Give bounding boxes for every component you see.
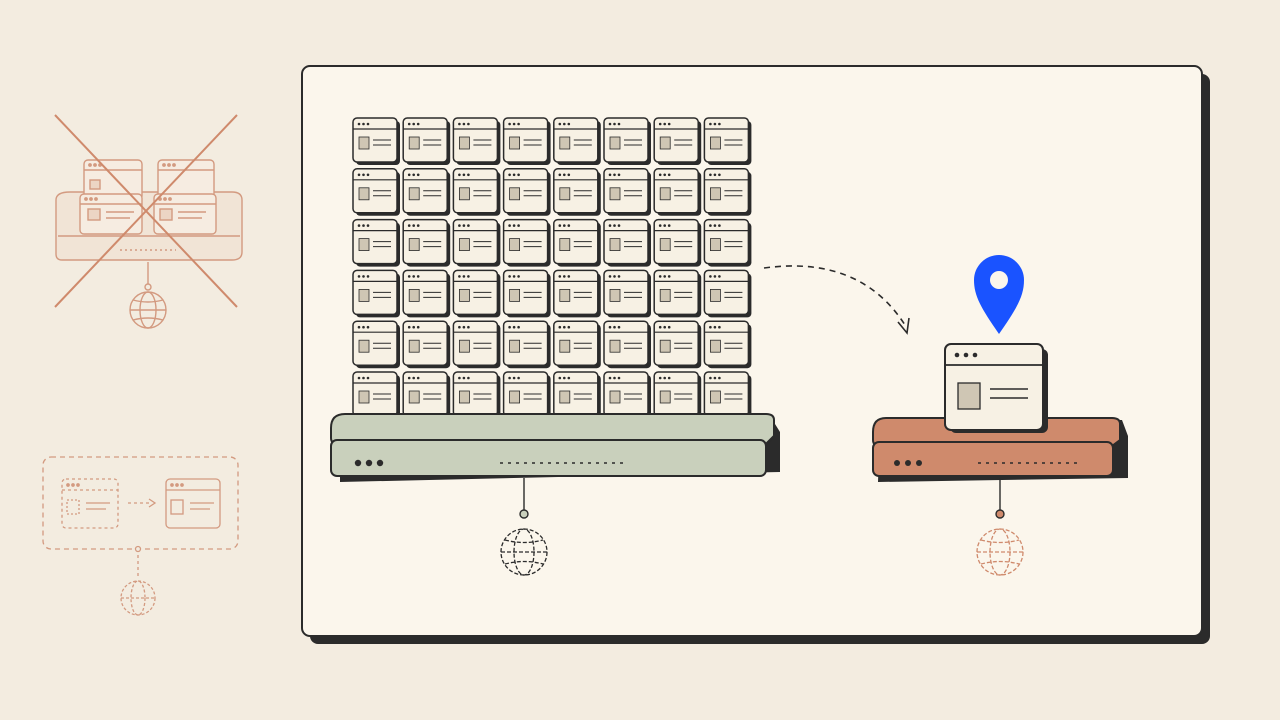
globe-icon (976, 528, 1024, 576)
site-window (452, 269, 501, 318)
crossed-out-shared-server-icon (54, 114, 243, 329)
site-migration-icon (42, 456, 239, 616)
site-window (703, 320, 752, 369)
globe-icon (120, 580, 156, 616)
site-window (553, 269, 601, 318)
server-status-lights (894, 460, 922, 466)
faded-window (79, 193, 143, 235)
site-window (502, 168, 551, 216)
site-window (402, 371, 451, 419)
site-window (502, 269, 551, 318)
site-window (603, 371, 651, 419)
site-window (352, 269, 400, 318)
site-window (553, 218, 601, 267)
globe-icon (500, 528, 548, 576)
site-window (352, 371, 400, 419)
site-window (402, 218, 451, 267)
site-window (603, 218, 651, 267)
dedicated-site-window (944, 343, 1048, 433)
site-window (502, 117, 551, 165)
site-window (402, 117, 451, 165)
dashed-curved-arrow (763, 265, 910, 335)
site-window (452, 371, 501, 419)
site-window (603, 269, 651, 318)
site-window (653, 371, 702, 419)
location-pin-icon (974, 255, 1024, 334)
globe-icon (129, 291, 167, 329)
site-window (452, 320, 501, 369)
faded-window (153, 193, 217, 235)
site-window (352, 218, 400, 267)
faded-window (157, 159, 215, 201)
faded-window (83, 159, 143, 201)
site-window (653, 168, 702, 216)
site-window (703, 371, 752, 419)
site-window (402, 168, 451, 216)
cross-line (54, 114, 238, 308)
site-window (352, 320, 400, 369)
site-window (703, 168, 752, 216)
site-window (653, 269, 702, 318)
site-window (603, 117, 651, 165)
site-window (553, 168, 601, 216)
site-window (703, 117, 752, 165)
site-window (653, 320, 702, 369)
dedicated-server (872, 255, 1128, 576)
site-window (553, 371, 601, 419)
site-window (603, 320, 651, 369)
site-window (502, 218, 551, 267)
site-window (653, 117, 702, 165)
site-window (352, 117, 400, 165)
site-window (452, 218, 501, 267)
site-window (402, 320, 451, 369)
site-window (603, 168, 651, 216)
site-window (703, 218, 752, 267)
site-window (402, 269, 451, 318)
shared-server (330, 413, 780, 576)
site-window (452, 168, 501, 216)
many-sites-grid (352, 117, 752, 419)
site-window (502, 320, 551, 369)
site-window (553, 117, 601, 165)
site-window (502, 371, 551, 419)
site-window (553, 320, 601, 369)
site-window (653, 218, 702, 267)
site-window (352, 168, 400, 216)
server-status-lights (354, 459, 384, 467)
site-window (703, 269, 752, 318)
site-window (452, 117, 501, 165)
